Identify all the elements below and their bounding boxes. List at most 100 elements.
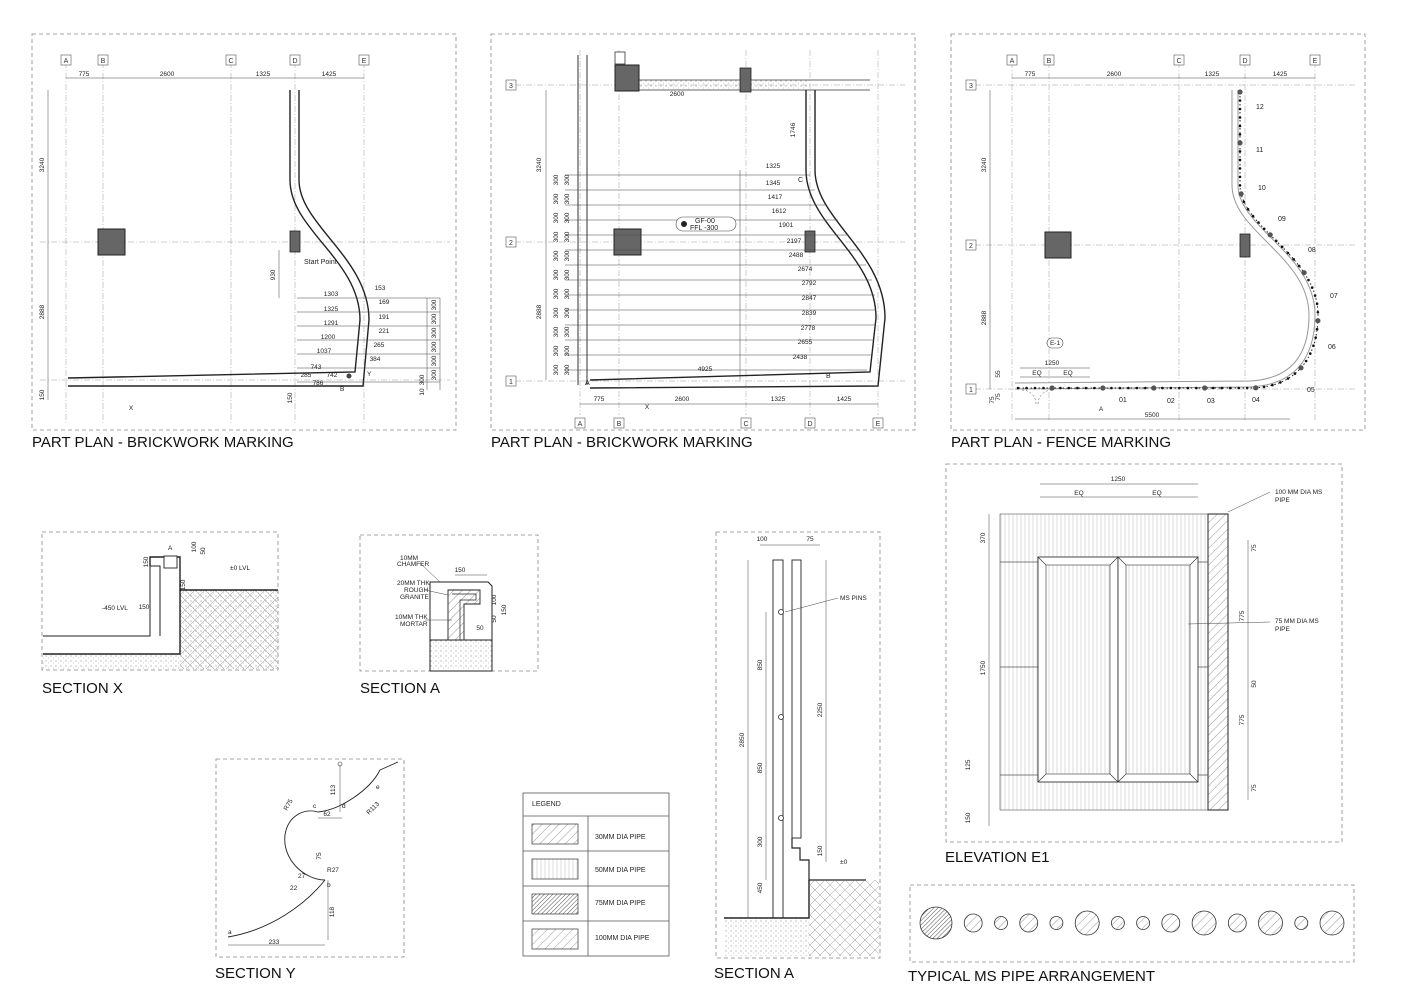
sy-118: 118 — [329, 906, 336, 917]
dim2-3240: 3240 — [536, 157, 543, 172]
fence-post-dot — [1220, 386, 1223, 390]
el-right-775a: 775 — [1239, 610, 1246, 621]
sa2-dim-850b: 850 — [757, 762, 764, 773]
fence-post-dot — [1202, 385, 1208, 391]
pipe-50mm — [1227, 913, 1247, 933]
step-3: 300 — [431, 327, 438, 338]
len-1325: 1325 — [766, 163, 781, 170]
pipe-50mm — [1161, 913, 1181, 933]
fence-post-dot — [1316, 311, 1320, 314]
title-plan3: PART PLAN - FENCE MARKING — [951, 434, 1171, 451]
plan2-step-15: 300 — [564, 231, 571, 242]
step-7: 300 — [419, 374, 426, 385]
len-4925: 4925 — [698, 366, 713, 373]
dim3-eq1: EQ — [1032, 370, 1041, 377]
dim3-1425: 1425 — [1273, 71, 1288, 78]
legend-swatch-50 — [531, 858, 579, 880]
step-1: 300 — [431, 299, 438, 310]
sa-dim-50: 50 — [491, 615, 498, 623]
el-dim-eq1: EQ — [1074, 490, 1083, 497]
column-block — [97, 228, 126, 256]
fence-post-dot — [1298, 365, 1304, 371]
fence-post-dot — [1315, 302, 1319, 306]
grid-bubbles-plan1: A B C D E — [60, 54, 370, 66]
dim2-2600: 2600 — [675, 396, 690, 403]
dim-3240: 3240 — [39, 157, 46, 172]
fence-post-dot — [1237, 386, 1240, 390]
step-5: 300 — [431, 355, 438, 366]
step-4: 300 — [431, 341, 438, 352]
plan-brickwork-1: A B C D E 775 2600 1325 1425 3240 2888 1… — [31, 33, 457, 431]
post-10: 10 — [1258, 185, 1266, 192]
grid3-col-a: A — [1010, 58, 1015, 65]
grid-axes-plan3 — [975, 62, 1355, 420]
sa2-dim-100: 100 — [757, 536, 768, 543]
el-100mm: 100 MM DIA MS — [1275, 489, 1323, 496]
fence-post-dot — [1033, 386, 1037, 390]
el-right-75a: 75 — [1251, 544, 1258, 552]
fence-post-dot — [1307, 278, 1310, 282]
post-03: 03 — [1207, 398, 1215, 405]
dim3-75a: 75 — [995, 393, 1002, 401]
edge-150: 150 — [287, 392, 294, 403]
sa2-dim-75: 75 — [806, 536, 814, 543]
pipe-75mm — [1191, 910, 1217, 936]
grid-col-b2: B — [617, 421, 622, 428]
dim-2600: 2600 — [160, 71, 175, 78]
sy-b: b — [327, 882, 331, 889]
sa-dim-150b: 150 — [501, 604, 508, 615]
fence-post-dot — [1238, 158, 1242, 162]
grid-col-a2: A — [578, 421, 583, 428]
sa-10mm-thk: 10MM THK — [395, 614, 428, 621]
plan2-step-8: 300 — [553, 307, 560, 318]
legend-item-30: 30MM DIA PIPE — [595, 834, 646, 841]
bottom-742: 742 — [327, 372, 338, 379]
sx-dim-150a: 150 — [139, 604, 150, 611]
el-100mm-pipe: PIPE — [1275, 497, 1290, 504]
width-1291: 1291 — [324, 320, 339, 327]
dim3-775: 775 — [1025, 71, 1036, 78]
width-1037: 1037 — [317, 348, 332, 355]
pipe-30mm — [1111, 916, 1125, 930]
dim-150: 150 — [39, 389, 46, 400]
fence-post-dot — [1267, 232, 1273, 238]
fence-post-dot — [1313, 294, 1317, 297]
post-09: 09 — [1278, 216, 1286, 223]
title-elevation: ELEVATION E1 — [945, 849, 1049, 866]
width-1325: 1325 — [324, 306, 339, 313]
sa-10mm: 10MM — [400, 555, 418, 562]
sa-chamfer: CHAMFER — [397, 561, 429, 568]
level-tag-line1: GF-00 — [695, 218, 715, 225]
mark-x: X — [129, 405, 134, 412]
brick-rows-plan1 — [297, 297, 441, 390]
fence-post-dot — [1309, 352, 1312, 355]
fence-post-dot — [1301, 270, 1307, 276]
post-12: 12 — [1256, 104, 1264, 111]
sy-d: d — [342, 803, 346, 810]
fence-post-dot — [1084, 386, 1088, 390]
offset-265: 265 — [374, 342, 385, 349]
grid-col-b: B — [101, 58, 106, 65]
section-y: R75 R113 R27 62 113 75 233 118 27 22 a b… — [215, 758, 405, 958]
pipe-100mm — [919, 906, 953, 940]
sa-dim-100: 100 — [491, 594, 498, 605]
fence-post-dot — [1238, 175, 1242, 179]
sy-22: 22 — [290, 885, 298, 892]
pipe-arrangement — [909, 884, 1355, 963]
len-2674: 2674 — [798, 266, 813, 273]
plan2-step-16: 300 — [564, 250, 571, 261]
mark-y: Y — [367, 371, 372, 378]
offset-169: 169 — [379, 299, 390, 306]
fence-post-dot — [1280, 245, 1284, 249]
elevation-e1: 1250 EQ EQ 100 MM DIA MS PIPE 75 MM DIA … — [945, 463, 1343, 843]
sy-62: 62 — [323, 811, 331, 818]
title-plan2: PART PLAN - BRICKWORK MARKING — [491, 434, 753, 451]
sa2-dim-850a: 850 — [757, 659, 764, 670]
fence-post-dot — [1076, 386, 1079, 390]
dim2-1746: 1746 — [790, 122, 797, 137]
fence-post-dot — [1100, 385, 1106, 391]
pipe-75mm — [1074, 910, 1100, 936]
col-bubbles-plan2: A B C D E — [574, 417, 884, 429]
fence-post-dot — [1245, 386, 1249, 390]
